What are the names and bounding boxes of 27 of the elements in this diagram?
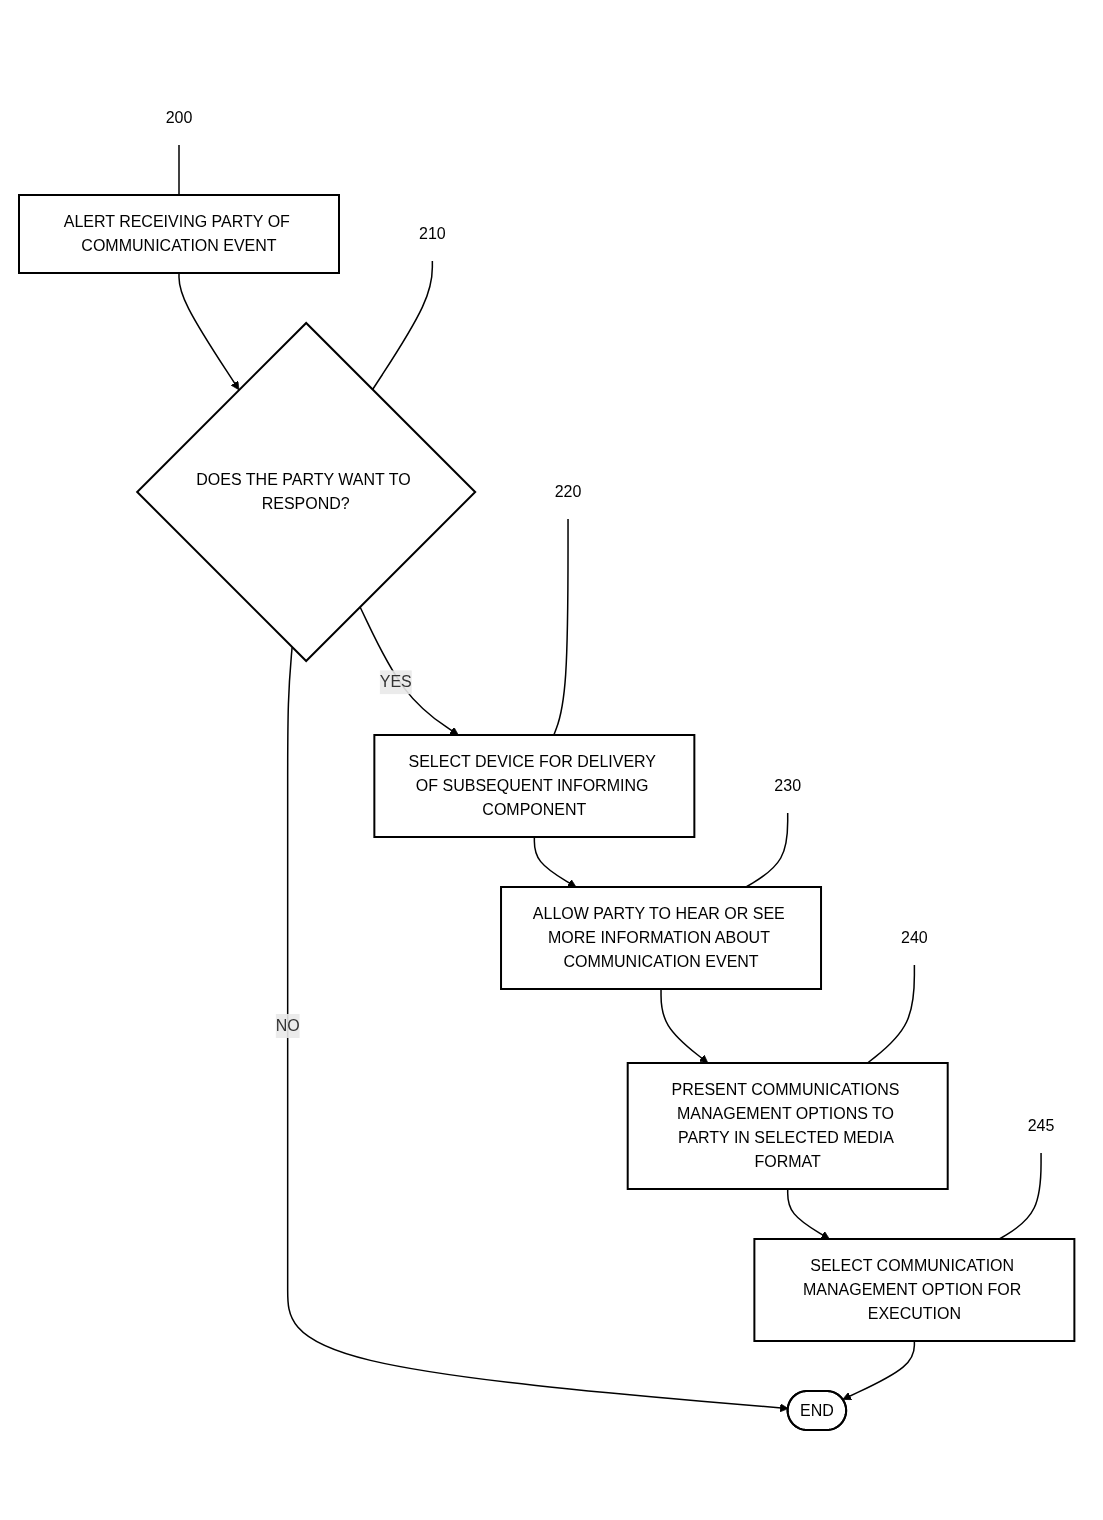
arrow: [786, 1187, 830, 1239]
connector: [178, 143, 180, 196]
node-text: 210: [418, 224, 446, 242]
connector: [552, 517, 569, 736]
arrow: [533, 835, 577, 887]
node-box: SELECT COMMUNICATION MANAGEMENT OPTION FOR EXECUTION: [753, 1237, 1076, 1342]
node-text: 230: [774, 776, 801, 794]
arrow: [178, 271, 240, 390]
node-text: 220: [554, 482, 582, 500]
arrow: [359, 605, 459, 735]
edge-label: NO: [275, 1016, 300, 1034]
node-text: 240: [900, 928, 928, 946]
connector: [371, 259, 433, 390]
node-text: 245: [1027, 1116, 1055, 1134]
edge-label: YES: [379, 672, 412, 690]
arrow: [660, 987, 709, 1063]
node-box: PRESENT COMMUNICATIONS MANAGEMENT OPTIONS TO PARTY IN SELECTED MEDIA FORMAT: [626, 1061, 949, 1190]
node-text: 200: [165, 108, 193, 126]
arrow: [842, 1339, 915, 1400]
node-box: ALERT RECEIVING PARTY OF COMMUNICATION EVENT: [17, 193, 340, 274]
connector: [745, 811, 789, 888]
node-box: SELECT DEVICE FOR DELIVERY OF SUBSEQUENT INFORMING COMPONENT: [373, 733, 696, 838]
node-diamond: DOES THE PARTY WANT TO RESPOND?: [135, 321, 477, 662]
connector: [866, 963, 915, 1064]
node-box: ALLOW PARTY TO HEAR OR SEE MORE INFORMATION ABOUT COMMUNICATION EVENT: [499, 885, 822, 990]
connector: [998, 1151, 1042, 1240]
arrow: [286, 646, 789, 1412]
